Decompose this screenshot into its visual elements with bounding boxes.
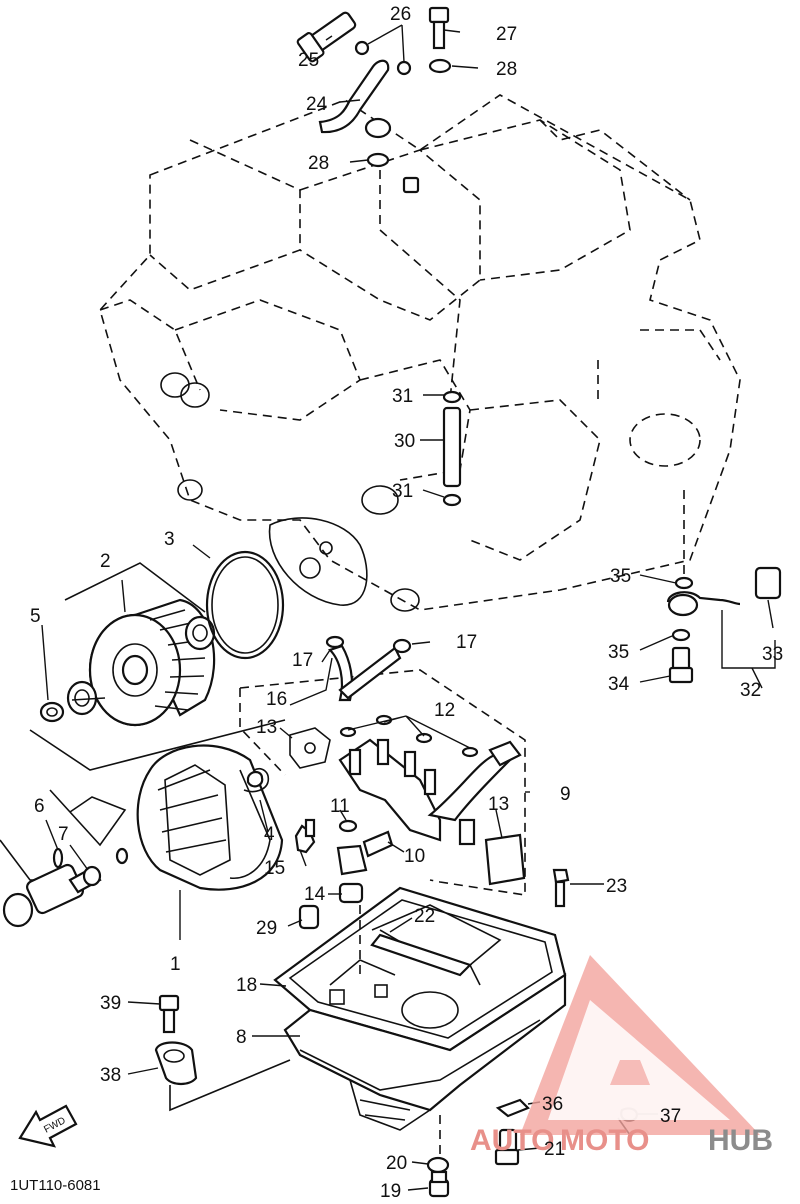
callout-30: 30 [394, 431, 415, 452]
callout-12: 12 [434, 700, 455, 721]
oil-filter-group [0, 550, 286, 928]
logo-text-moto: MOTO [560, 1124, 649, 1157]
callout-25: 25 [298, 50, 319, 71]
right-oil-pipe-group [442, 360, 782, 684]
callout-37: 37 [660, 1106, 681, 1127]
callout-10: 10 [404, 846, 425, 867]
oil-strainer [338, 738, 522, 846]
callout-8: 8 [236, 1027, 247, 1048]
engine-crankcase-outline [99, 94, 741, 612]
oil-pan-group [154, 868, 638, 1198]
callout-28-lower: 28 [308, 153, 329, 174]
leader-lines [41, 24, 774, 1191]
callout-13-upper: 13 [256, 717, 277, 738]
callout-24: 24 [306, 94, 328, 115]
callout-34: 34 [608, 674, 630, 695]
callout-31-top: 31 [392, 386, 413, 407]
callout-26: 26 [390, 4, 411, 25]
union-bolt [296, 11, 357, 63]
callout-28-top: 28 [496, 59, 517, 80]
callout-4: 4 [264, 824, 275, 845]
callout-20: 20 [386, 1153, 407, 1174]
callout-36: 36 [542, 1094, 563, 1115]
callout-32: 32 [740, 680, 761, 701]
callout-labels: 1 2 3 4 5 6 7 8 9 10 11 12 13 13 14 15 1… [30, 4, 783, 1202]
callout-2: 2 [100, 551, 111, 572]
callout-7: 7 [58, 824, 69, 845]
callout-17-left: 17 [292, 650, 313, 671]
oil-strainer-group [239, 635, 526, 930]
callout-23: 23 [606, 876, 627, 897]
callout-6: 6 [34, 796, 45, 817]
callout-17-right: 17 [456, 632, 477, 653]
callout-5: 5 [30, 606, 41, 627]
callout-15: 15 [264, 858, 285, 879]
callout-18: 18 [236, 975, 257, 996]
callout-1: 1 [170, 954, 181, 975]
callout-35-bottom: 35 [608, 642, 629, 663]
callout-33: 33 [762, 644, 783, 665]
callout-27: 27 [496, 24, 517, 45]
callout-16: 16 [266, 689, 287, 710]
logo-text-hub: HUB [708, 1124, 773, 1157]
fwd-arrow-icon: FWD [18, 1104, 78, 1148]
callout-3: 3 [164, 529, 175, 550]
diagram-caption: 1UT110-6081 [10, 1177, 101, 1194]
oil-filter-cover [136, 744, 284, 891]
callout-35-top: 35 [610, 566, 631, 587]
callout-13-lower: 13 [488, 794, 509, 815]
callout-22: 22 [414, 906, 435, 927]
callout-11: 11 [330, 796, 350, 817]
callout-19: 19 [380, 1181, 401, 1202]
callout-38: 38 [100, 1065, 121, 1086]
callout-9: 9 [560, 784, 571, 805]
callout-21: 21 [544, 1139, 565, 1160]
callout-39: 39 [100, 993, 121, 1014]
callout-29: 29 [256, 918, 277, 939]
oil-delivery-pipe-group [296, 6, 461, 401]
callout-14: 14 [304, 884, 326, 905]
logo-text-auto: AUTO [470, 1124, 554, 1157]
oil-filter-bolt [2, 863, 102, 928]
automotohub-logo: AUTO MOTO HUB [470, 955, 773, 1157]
callout-31-bottom: 31 [392, 481, 413, 502]
